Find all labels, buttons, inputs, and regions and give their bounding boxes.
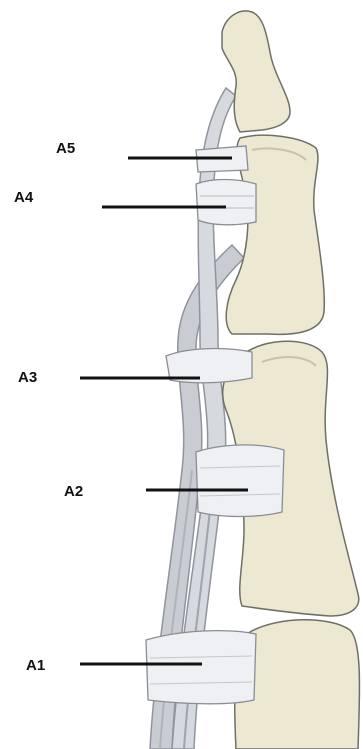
label-a3: A3 [18, 369, 37, 386]
pulley-a4-band [196, 180, 256, 225]
label-a1: A1 [26, 657, 45, 674]
label-a2: A2 [64, 483, 83, 500]
pulley-a2-band [196, 445, 284, 517]
pulley-a1-band [146, 631, 256, 704]
label-a4: A4 [14, 189, 34, 206]
label-a5: A5 [56, 140, 75, 157]
